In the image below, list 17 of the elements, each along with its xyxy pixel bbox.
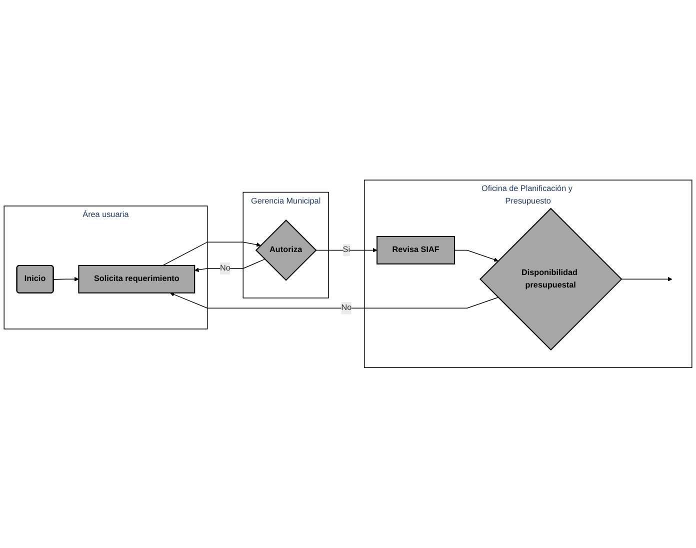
arrow <box>53 277 79 282</box>
edge-label: Si <box>342 246 350 254</box>
edge-label: No <box>341 304 352 312</box>
arrow <box>454 250 498 262</box>
node-box: Solicita requerimiento <box>78 265 196 294</box>
arrow <box>170 292 499 309</box>
node-diamond: Disponibilidad presupuestal <box>480 208 622 351</box>
arrow <box>194 258 266 272</box>
arrow <box>620 277 672 282</box>
node-diamond: Autoriza <box>255 220 317 282</box>
arrow <box>162 242 261 266</box>
node-label: Oficina de Planificación y Presupuesto <box>482 184 572 206</box>
node-label: Área usuaria <box>82 210 129 220</box>
edge-label: No <box>220 264 230 273</box>
arrow <box>315 248 378 253</box>
node-box: Revisa SIAF <box>376 236 456 265</box>
node-label: Gerencia Municipal <box>251 196 321 206</box>
